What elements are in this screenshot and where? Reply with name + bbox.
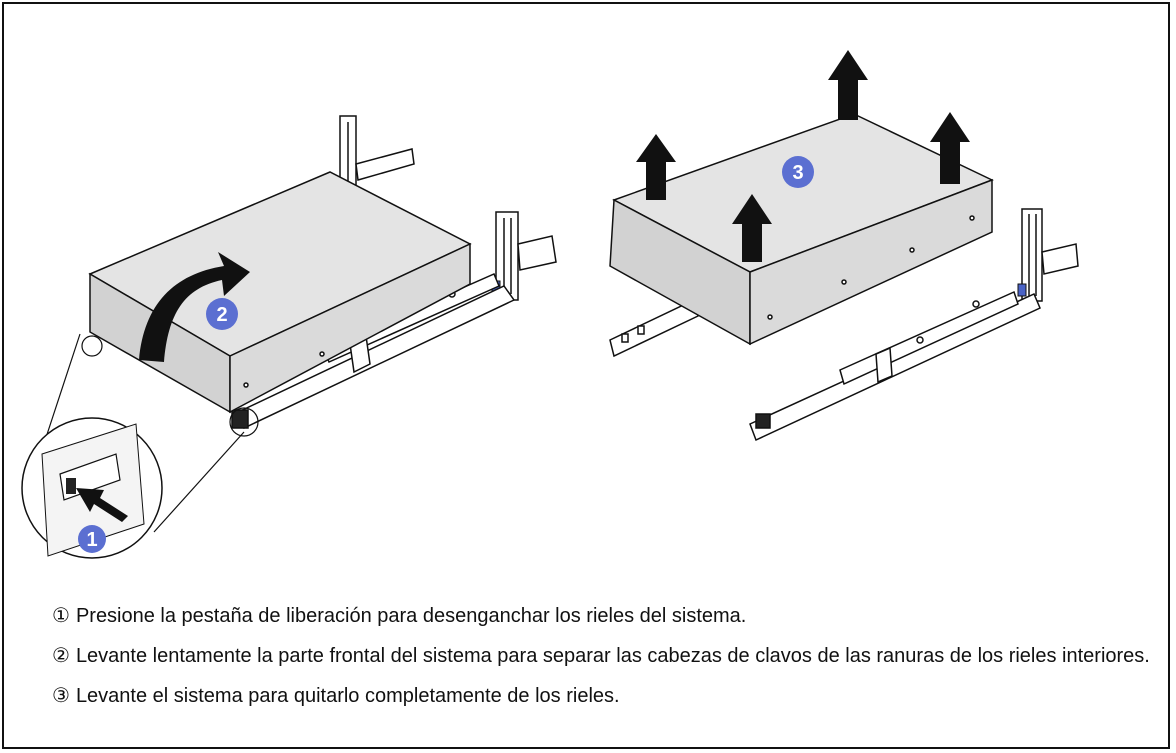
step-2-text: Levante lentamente la parte frontal del … [75,645,1150,667]
svg-text:2: 2 [216,304,227,326]
callout-3: 3 [782,156,814,188]
step-1-number: ① [52,605,70,627]
press-arrow [76,488,128,522]
lift-arrows [636,50,970,262]
callout-1: 1 [78,525,106,553]
server-chassis-left [88,171,472,414]
inner-rail-right [609,298,699,358]
step-3-text: Levante el sistema para quitarlo complet… [75,685,620,707]
step-1-text: Presione la pestaña de liberación para d… [75,605,747,627]
rear-rack-post-left [339,115,415,189]
callout-2: 2 [206,298,238,330]
slide-rail-right [749,290,1041,442]
zoom-line-bottom [153,431,245,533]
svg-text:3: 3 [792,162,803,184]
right-scene: 3 [609,50,1079,442]
server-chassis-right [609,113,994,346]
step-3-number: ③ [52,685,70,707]
rotate-up-arrow [139,252,250,362]
release-tab-detail: 1 [21,417,163,559]
lift-arrow-back-right [930,112,970,184]
lift-arrow-back-center [828,50,868,120]
lift-arrow-front-left [636,134,676,200]
rail-removal-illustration: 2 1 [21,50,1079,559]
step-2-number: ② [52,645,70,667]
front-rack-post-right [1017,208,1079,302]
lift-arrow-front-center [732,194,772,262]
svg-text:1: 1 [86,529,97,551]
left-scene: 2 1 [21,115,557,559]
